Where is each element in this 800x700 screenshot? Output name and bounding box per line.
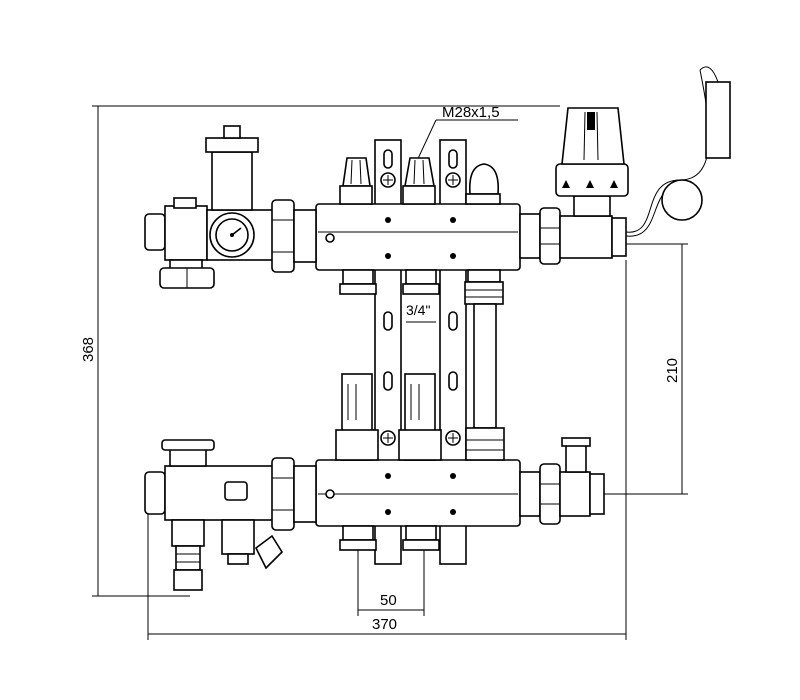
dimension-total-height: 368 — [80, 337, 97, 362]
bypass-pipe — [473, 303, 497, 429]
flow-meters — [335, 373, 505, 461]
return-outlets — [339, 525, 440, 551]
dimension-outlet-spacing: 50 — [380, 592, 397, 609]
pipe-size-label: 3/4" — [406, 302, 430, 318]
thread-label: M28x1,5 — [442, 104, 500, 121]
return-left-fittings — [144, 439, 317, 591]
dimension-total-width: 370 — [372, 616, 397, 633]
supply-left-fittings — [144, 125, 317, 289]
supply-outlets — [339, 269, 504, 305]
supply-manifold — [315, 203, 521, 271]
return-right-fittings — [519, 437, 605, 525]
return-manifold — [315, 459, 521, 527]
supply-right-fittings — [519, 66, 731, 265]
dimension-manifold-spacing: 210 — [664, 358, 681, 383]
supply-valve-caps — [339, 157, 501, 205]
